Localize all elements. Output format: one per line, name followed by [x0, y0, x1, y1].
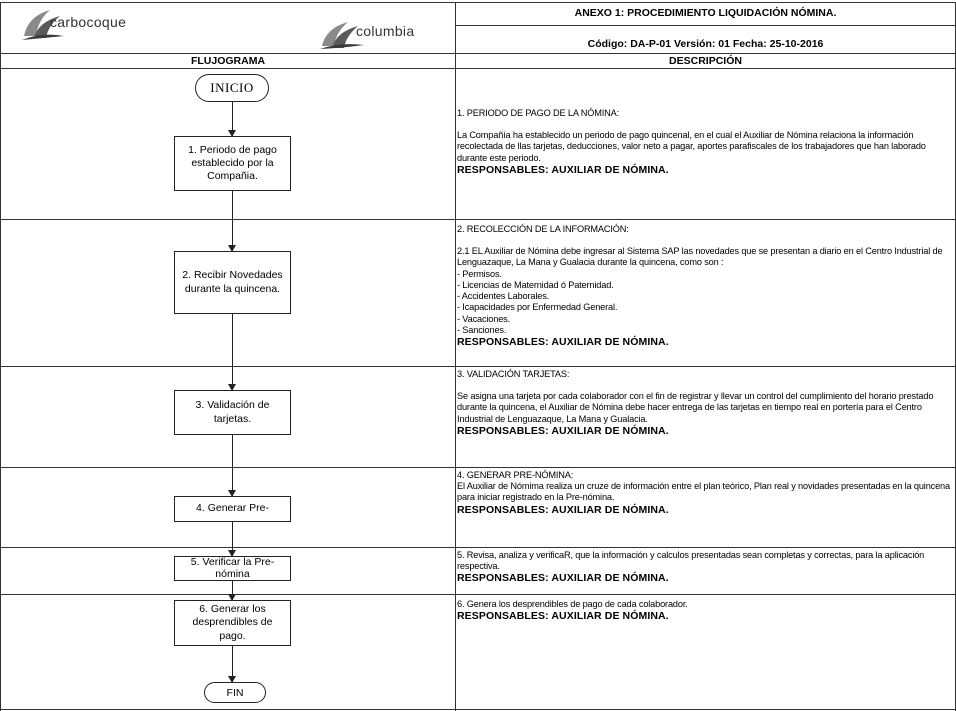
header-bottom-border — [0, 53, 956, 54]
section-4-description: 4. GENERAR PRE-NÓMINA: El Auxiliar de Nó… — [457, 470, 953, 516]
step-6-label: 6. Generar los desprendibles de pago. — [192, 603, 273, 642]
flow-arrow — [228, 522, 236, 557]
step-1-label: 1. Periodo de pago establecido por la Co… — [188, 143, 277, 183]
section-divider — [0, 467, 956, 468]
descripcion-header: DESCRIPCIÓN — [669, 55, 742, 67]
step-4-label: 4. Generar Pre- — [196, 502, 269, 515]
section-6-body: 6. Genera los desprendibles de pago de c… — [457, 599, 688, 609]
section-2-list-item: - Licencias de Maternidad ó Paternidad. — [457, 279, 614, 290]
bottom-border — [0, 709, 956, 710]
section-3-title: 3. VALIDACIÓN TARJETAS: — [457, 369, 570, 379]
section-2-list-item: - Accidentes Laborales. — [457, 291, 550, 302]
section-6-responsables: RESPONSABLES: AUXILIAR DE NÓMINA. — [457, 610, 669, 623]
section-2-body: 2.1 EL Auxiliar de Nómina debe ingresar … — [457, 246, 943, 268]
step-5-label: 5. Verificar la Pre-nómina — [190, 555, 275, 580]
section-2-list-item: - Sanciones. — [457, 324, 507, 335]
section-3-responsables: RESPONSABLES: AUXILIAR DE NÓMINA. — [457, 424, 669, 437]
flow-arrow — [228, 581, 236, 601]
step-1-box: 1. Periodo de pago establecido por la Co… — [174, 136, 291, 191]
section-4-responsables: RESPONSABLES: AUXILIAR DE NÓMINA. — [457, 503, 669, 516]
top-border — [0, 2, 956, 3]
end-label: FIN — [226, 686, 244, 699]
flow-arrow — [228, 191, 236, 252]
section-3-description: 3. VALIDACIÓN TARJETAS: Se asigna una ta… — [457, 369, 953, 438]
section-2-responsables: RESPONSABLES: AUXILIAR DE NÓMINA. — [457, 335, 669, 348]
step-3-label: 3. Validación de tarjetas. — [195, 399, 270, 425]
step-6-box: 6. Generar los desprendibles de pago. — [174, 600, 291, 646]
section-divider — [0, 594, 956, 595]
section-4-body: El Auxiliar de Nómima realiza un cruze d… — [457, 481, 950, 503]
section-2-description: 2. RECOLECCIÓN DE LA INFORMACIÓN: 2.1 EL… — [457, 224, 953, 349]
section-1-responsables: RESPONSABLES: AUXILIAR DE NÓMINA. — [457, 163, 669, 176]
flow-arrow — [228, 646, 236, 683]
section-5-body: 5. Revisa, analiza y verificaR, que la i… — [457, 550, 925, 572]
section-4-title: 4. GENERAR PRE-NÓMINA: — [457, 470, 574, 480]
section-1-body: La Compañía ha establecido un periodo de… — [457, 130, 926, 163]
flow-arrow — [228, 435, 236, 497]
column-header-border — [0, 68, 956, 69]
left-border — [0, 2, 1, 711]
start-terminal: INICIO — [195, 74, 269, 102]
section-1-description: 1. PERIODO DE PAGO DE LA NÓMINA: La Comp… — [457, 108, 953, 177]
section-5-description: 5. Revisa, analiza y verificaR, que la i… — [457, 550, 953, 585]
step-2-label: 2. Recibir Novedades durante la quincena… — [182, 269, 283, 295]
section-divider — [0, 219, 956, 220]
section-1-title: 1. PERIODO DE PAGO DE LA NÓMINA: — [457, 108, 619, 118]
carbocoque-logo: carbocoque — [20, 6, 180, 44]
center-divider — [455, 2, 456, 711]
columbia-logo: columbia — [318, 18, 448, 56]
flow-arrow — [228, 102, 236, 137]
section-2-list-item: - Permisos. — [457, 268, 502, 279]
step-2-box: 2. Recibir Novedades durante la quincena… — [174, 251, 291, 314]
section-divider — [0, 547, 956, 548]
header-divider — [455, 25, 956, 26]
start-label: INICIO — [210, 80, 254, 95]
end-terminal: FIN — [204, 682, 266, 703]
section-2-title: 2. RECOLECCIÓN DE LA INFORMACIÓN: — [457, 224, 629, 234]
section-2-list-item: - Vacaciones. — [457, 313, 511, 324]
section-2-list-item: - Icapacidades por Enfermedad General. — [457, 302, 618, 313]
columbia-logo-text: columbia — [356, 23, 415, 39]
flow-arrow — [228, 314, 236, 391]
step-3-box: 3. Validación de tarjetas. — [174, 390, 291, 435]
document-code: Código: DA-P-01 Versión: 01 Fecha: 25-10… — [587, 38, 824, 50]
flujograma-header: FLUJOGRAMA — [190, 55, 266, 67]
section-3-body: Se asigna una tarjeta por cada colaborad… — [457, 391, 934, 424]
document-title: ANEXO 1: PROCEDIMIENTO LIQUIDACIÓN NÓMIN… — [574, 7, 837, 19]
section-6-description: 6. Genera los desprendibles de pago de c… — [457, 599, 953, 623]
section-5-responsables: RESPONSABLES: AUXILIAR DE NÓMINA. — [457, 572, 669, 585]
step-4-box: 4. Generar Pre- — [174, 496, 291, 522]
step-5-box: 5. Verificar la Pre-nómina — [174, 556, 291, 581]
carbocoque-logo-text: carbocoque — [50, 14, 127, 30]
section-divider — [0, 366, 956, 367]
